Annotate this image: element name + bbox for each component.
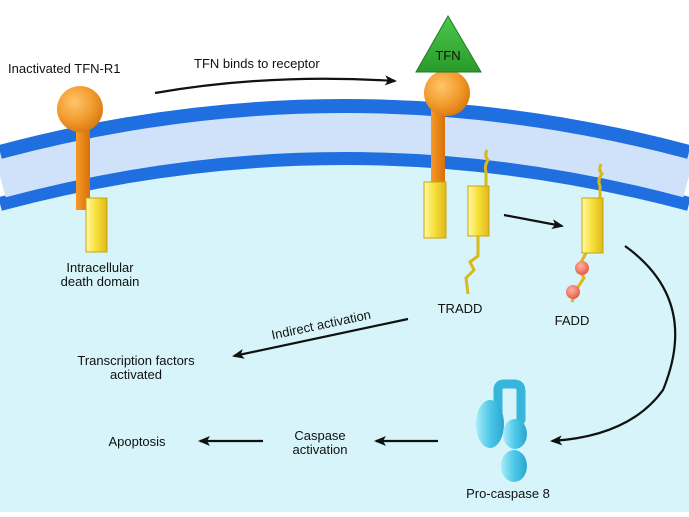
receptor-head — [424, 70, 470, 116]
membrane-outer-layer — [0, 99, 689, 159]
tradd-tail-bottom — [464, 236, 480, 295]
tradd-body — [467, 185, 490, 237]
death-domain — [85, 197, 108, 253]
procaspase-lobe-left — [476, 400, 504, 448]
apoptosis-label: Apoptosis — [108, 434, 166, 449]
procaspase-loop — [493, 379, 526, 425]
membrane-inner-layer — [0, 151, 689, 211]
procaspase-lobe-bottom — [501, 450, 527, 482]
transcription-label-line2: activated — [110, 367, 162, 382]
tradd-protein — [464, 149, 490, 295]
death-domain — [423, 181, 447, 239]
death-domain-label-line1: Intracellular — [66, 260, 134, 275]
tfn-ligand-triangle — [415, 15, 482, 73]
fadd-protein — [566, 163, 605, 303]
caspase-activation-label-line1: Caspase — [294, 428, 345, 443]
procaspase-label: Pro-caspase 8 — [466, 486, 550, 501]
fadd-bead-upper — [575, 261, 589, 275]
receptor-stalk — [76, 118, 90, 210]
membrane-core — [0, 108, 689, 198]
inactivated-receptor — [57, 86, 108, 253]
arrow-fadd-to-procaspase — [550, 245, 677, 446]
procaspase-lobe-right — [503, 419, 527, 449]
death-domain-label-line2: death domain — [61, 274, 140, 289]
binding-step-label: TFN binds to receptor — [194, 56, 320, 71]
tradd-tail-top — [483, 149, 490, 186]
fadd-label: FADD — [555, 313, 590, 328]
caspase-activation-label-line2: activation — [293, 442, 348, 457]
activated-receptor — [423, 70, 470, 239]
transcription-label-line1: Transcription factors — [77, 353, 195, 368]
tfn-label: TFN — [435, 48, 460, 63]
arrow-receptor-binding — [154, 75, 397, 95]
arrow-tradd-to-fadd — [503, 213, 564, 230]
fadd-bead-lower — [566, 285, 580, 299]
inactivated-receptor-label: Inactivated TFN-R1 — [8, 61, 120, 76]
receptor-stalk — [431, 110, 445, 190]
procaspase-8-protein — [476, 379, 527, 482]
fadd-tail-top — [597, 163, 605, 198]
arrow-indirect-activation — [232, 317, 409, 359]
receptor-head — [57, 86, 103, 132]
fadd-body — [581, 197, 604, 254]
tradd-label: TRADD — [438, 301, 483, 316]
